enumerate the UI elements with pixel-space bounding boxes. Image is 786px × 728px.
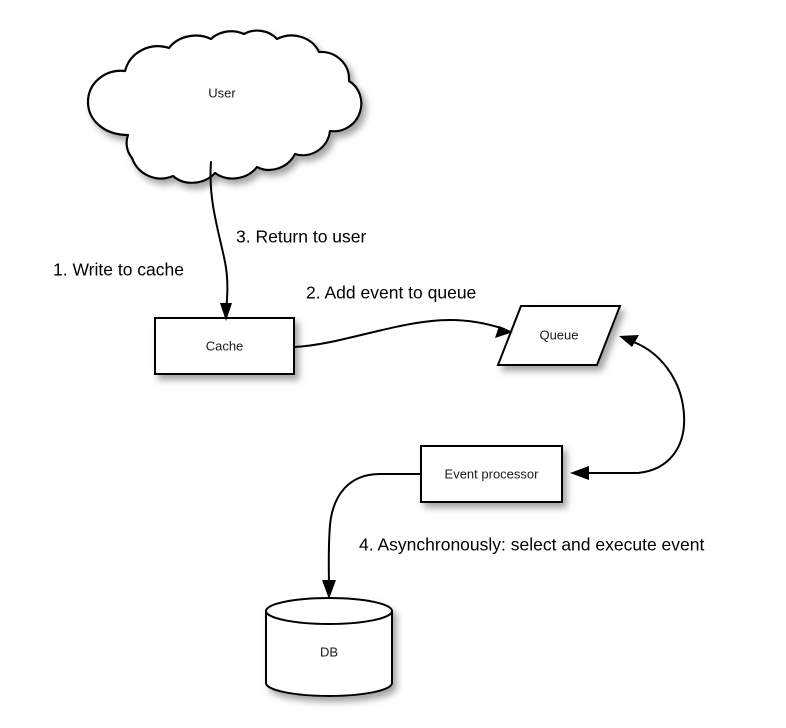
- node-db-label: DB: [320, 644, 338, 659]
- node-queue[interactable]: Queue: [496, 305, 622, 366]
- node-cache[interactable]: Cache: [154, 317, 295, 375]
- node-user-label: User: [208, 85, 236, 100]
- node-user[interactable]: User: [86, 29, 363, 184]
- edge-cache-to-queue: [293, 318, 513, 348]
- node-event-processor-label: Event processor: [445, 466, 540, 481]
- step-label-3: 3. Return to user: [236, 227, 367, 247]
- node-queue-label: Queue: [539, 327, 578, 342]
- step-label-1: 1. Write to cache: [53, 260, 184, 280]
- node-event-processor[interactable]: Event processor: [420, 445, 563, 503]
- step-label-4: 4. Asynchronously: select and execute ev…: [359, 535, 704, 555]
- edge-user-to-cache: [209, 161, 232, 321]
- edge-event-processor-to-db: [322, 473, 422, 599]
- node-cache-label: Cache: [206, 338, 244, 353]
- node-db[interactable]: DB: [265, 597, 393, 697]
- step-label-2: 2. Add event to queue: [306, 283, 476, 303]
- edge-queue-event-processor-loop: [570, 335, 686, 480]
